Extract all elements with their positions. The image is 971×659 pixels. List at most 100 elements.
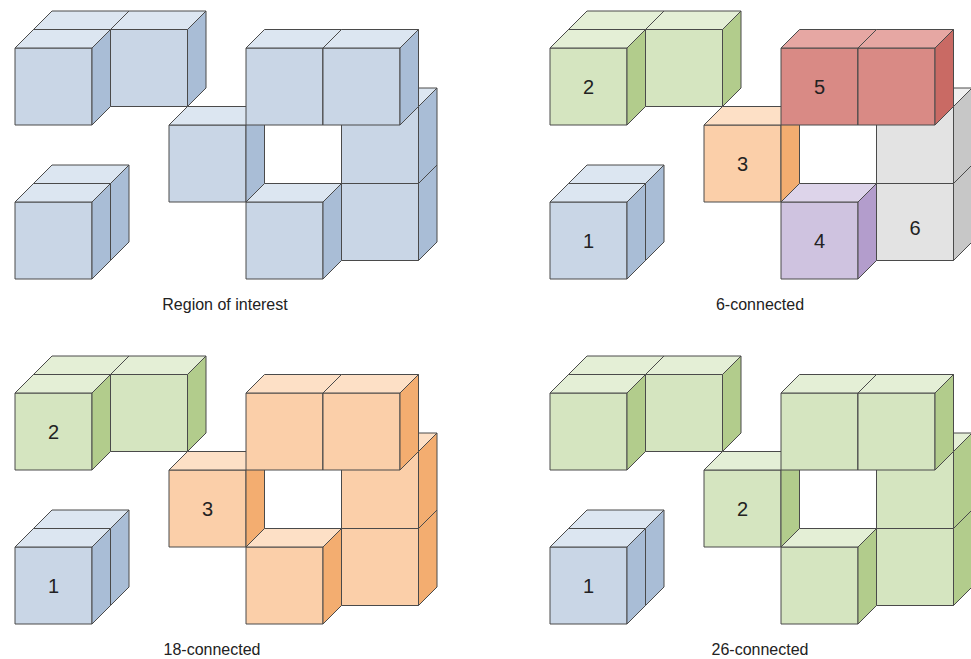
component-number: 1 <box>583 230 594 252</box>
cube-side <box>935 375 954 471</box>
cube-side <box>92 184 111 280</box>
voxel-panel <box>550 11 971 279</box>
cube-front <box>858 48 935 125</box>
cube-side <box>935 30 954 126</box>
voxel-cube <box>323 30 419 126</box>
voxel-cube <box>111 356 207 452</box>
cube-front <box>342 184 419 261</box>
cube-front <box>781 48 858 125</box>
cube-side <box>646 510 665 606</box>
voxel-cube <box>646 11 742 107</box>
cube-side <box>419 433 438 529</box>
cube-front <box>550 393 627 470</box>
panel-caption: 6-connected <box>716 296 804 314</box>
cube-front <box>646 375 723 452</box>
cube-front <box>550 48 627 125</box>
cube-front <box>15 393 92 470</box>
voxel-cube <box>858 30 954 126</box>
voxel-cube <box>246 529 342 625</box>
cube-front <box>342 529 419 606</box>
cube-side <box>646 165 665 261</box>
cube-side <box>188 356 207 452</box>
cube-side <box>954 88 971 184</box>
cube-front <box>704 470 781 547</box>
cube-front <box>15 48 92 125</box>
component-number: 1 <box>583 575 594 597</box>
cube-front <box>646 30 723 107</box>
cube-side <box>627 30 646 126</box>
cube-side <box>400 375 419 471</box>
cube-front <box>877 529 954 606</box>
cube-front <box>323 393 400 470</box>
voxel-cube <box>550 529 646 625</box>
cube-front <box>781 202 858 279</box>
cube-front <box>704 125 781 202</box>
voxel-panel <box>550 356 971 624</box>
cube-side <box>858 529 877 625</box>
cube-front <box>246 48 323 125</box>
cube-front <box>169 125 246 202</box>
voxel-cube <box>550 184 646 280</box>
voxel-cube <box>781 184 877 280</box>
cube-side <box>188 11 207 107</box>
cube-front <box>550 547 627 624</box>
cube-front <box>858 393 935 470</box>
cube-side <box>400 30 419 126</box>
cube-side <box>627 184 646 280</box>
cube-side <box>627 375 646 471</box>
cube-front <box>111 30 188 107</box>
voxel-panel <box>15 356 437 624</box>
cube-side <box>419 88 438 184</box>
cube-front <box>323 48 400 125</box>
panel-caption: Region of interest <box>162 296 287 314</box>
cube-side <box>954 433 971 529</box>
cube-side <box>323 184 342 280</box>
cube-front <box>15 547 92 624</box>
cube-front <box>877 184 954 261</box>
voxel-cube <box>781 529 877 625</box>
cube-front <box>781 393 858 470</box>
voxel-panel <box>15 11 437 279</box>
component-number: 2 <box>737 498 748 520</box>
cube-side <box>723 356 742 452</box>
voxel-cube <box>15 375 111 471</box>
component-number: 3 <box>737 153 748 175</box>
cube-side <box>92 375 111 471</box>
voxel-cube <box>323 375 419 471</box>
voxel-cube <box>858 375 954 471</box>
cube-side <box>92 529 111 625</box>
cube-side <box>627 529 646 625</box>
cube-front <box>169 470 246 547</box>
panel-caption: 18-connected <box>164 641 261 659</box>
component-number: 1 <box>48 575 59 597</box>
voxel-cube <box>246 184 342 280</box>
voxel-cube <box>111 11 207 107</box>
cube-front <box>15 202 92 279</box>
component-number: 4 <box>814 230 825 252</box>
voxel-cube <box>15 184 111 280</box>
panel-caption: 26-connected <box>712 641 809 659</box>
voxel-cube <box>15 529 111 625</box>
component-number: 3 <box>202 498 213 520</box>
voxel-cube <box>15 30 111 126</box>
cube-front <box>246 547 323 624</box>
cube-side <box>723 11 742 107</box>
cube-side <box>858 184 877 280</box>
cube-front <box>246 393 323 470</box>
component-number: 6 <box>909 217 920 239</box>
cube-side <box>92 30 111 126</box>
component-number: 2 <box>48 421 59 443</box>
cube-front <box>781 547 858 624</box>
voxel-cube <box>646 356 742 452</box>
component-number: 2 <box>583 76 594 98</box>
cube-side <box>323 529 342 625</box>
cube-front <box>550 202 627 279</box>
cube-side <box>111 165 130 261</box>
voxel-cube <box>550 375 646 471</box>
cube-side <box>111 510 130 606</box>
voxel-cube <box>550 30 646 126</box>
cube-front <box>246 202 323 279</box>
component-number: 5 <box>814 76 825 98</box>
cube-front <box>111 375 188 452</box>
